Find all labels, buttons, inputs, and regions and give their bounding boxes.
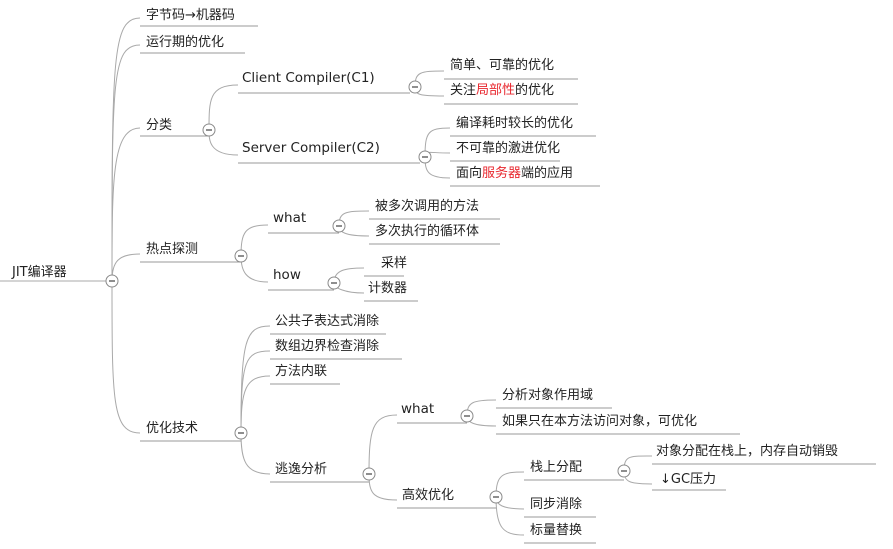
node-optimizable[interactable]: 如果只在本方法访问对象，可优化 xyxy=(502,413,697,429)
node-analyze-scope[interactable]: 分析对象作用域 xyxy=(502,388,593,403)
local-focus-before: 关注 xyxy=(450,83,476,98)
node-server-compiler[interactable]: Server Compiler(C2) xyxy=(242,140,380,156)
node-auto-destroy[interactable]: 对象分配在栈上，内存自动销毁 xyxy=(656,443,838,459)
collapse-icon-hotspot-detection[interactable] xyxy=(234,249,248,263)
node-escape-analysis[interactable]: 逃逸分析 xyxy=(275,462,327,477)
node-runtime-optimization[interactable]: 运行期的优化 xyxy=(146,34,224,50)
node-gc-pressure[interactable]: ↓GC压力 xyxy=(660,472,716,487)
node-counter[interactable]: 计数器 xyxy=(368,281,407,296)
node-underlines xyxy=(140,25,876,544)
node-local-focus[interactable]: 关注局部性的优化 xyxy=(450,82,554,98)
node-bytecode-to-machine[interactable]: 字节码→机器码 xyxy=(146,8,235,23)
server-apps-highlight: 服务器 xyxy=(482,165,521,181)
server-apps-before: 面向 xyxy=(456,165,482,181)
collapse-icon-efficient-optimization[interactable] xyxy=(489,490,503,504)
collapse-icon-stack-alloc[interactable] xyxy=(617,464,631,478)
node-loop-bodies[interactable]: 多次执行的循环体 xyxy=(375,223,479,239)
local-focus-highlight: 局部性 xyxy=(476,83,515,98)
node-sync-elimination[interactable]: 同步消除 xyxy=(530,497,582,512)
node-escape-what[interactable]: what xyxy=(401,401,434,417)
node-optimization-techniques[interactable]: 优化技术 xyxy=(146,421,198,436)
node-long-compile[interactable]: 编译耗时较长的优化 xyxy=(456,115,573,131)
collapse-icon-escape-what[interactable] xyxy=(460,409,474,423)
node-scalar-replacement[interactable]: 标量替换 xyxy=(530,523,582,538)
collapse-icon-hotspot-what[interactable] xyxy=(332,219,346,233)
collapse-icon-server-compiler[interactable] xyxy=(418,150,432,164)
node-sampling[interactable]: 采样 xyxy=(381,256,407,271)
connectors xyxy=(0,17,653,536)
collapse-icon-optimization-techniques[interactable] xyxy=(234,426,248,440)
collapse-icon-client-compiler[interactable] xyxy=(408,80,422,94)
node-inlining[interactable]: 方法内联 xyxy=(275,363,327,379)
collapse-icon-hotspot-how[interactable] xyxy=(327,276,341,290)
node-called-methods[interactable]: 被多次调用的方法 xyxy=(375,198,479,214)
node-simple-reliable[interactable]: 简单、可靠的优化 xyxy=(450,57,554,73)
local-focus-after: 的优化 xyxy=(515,82,554,98)
collapse-icon-escape-analysis[interactable] xyxy=(362,467,376,481)
server-apps-after: 端的应用 xyxy=(521,165,573,181)
node-hotspot-what[interactable]: what xyxy=(273,210,306,226)
collapse-icon-classification[interactable] xyxy=(202,123,216,137)
node-hotspot-how[interactable]: how xyxy=(273,267,301,283)
node-client-compiler[interactable]: Client Compiler(C1) xyxy=(242,70,375,86)
node-classification[interactable]: 分类 xyxy=(146,118,172,133)
root-node[interactable]: JIT编译器 xyxy=(11,265,67,280)
node-cse[interactable]: 公共子表达式消除 xyxy=(275,314,379,329)
node-server-apps[interactable]: 面向服务器端的应用 xyxy=(456,165,573,181)
node-bounds-check[interactable]: 数组边界检查消除 xyxy=(275,339,379,354)
collapse-icon-root[interactable] xyxy=(105,274,119,288)
node-efficient-optimization[interactable]: 高效优化 xyxy=(402,487,454,503)
node-hotspot-detection[interactable]: 热点探测 xyxy=(146,242,198,257)
node-stack-alloc[interactable]: 栈上分配 xyxy=(530,460,582,475)
node-aggressive[interactable]: 不可靠的激进优化 xyxy=(456,140,560,156)
